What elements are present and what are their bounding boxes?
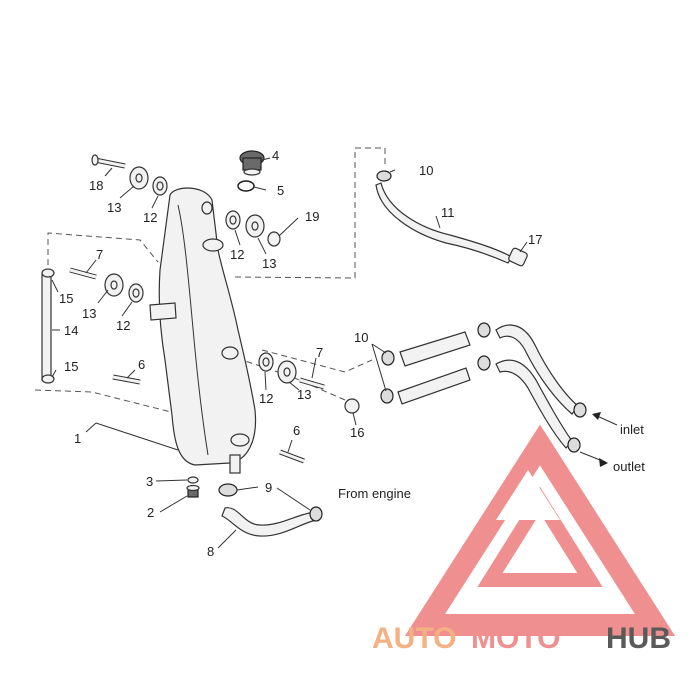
watermark-text: AUTO MOTO HUB [372, 622, 671, 655]
callout-13d: 13 [297, 387, 311, 402]
left-mount-hardware [41, 154, 168, 385]
callout-2: 2 [147, 505, 154, 520]
callout-19: 19 [305, 209, 319, 224]
inlet-label: inlet [620, 422, 644, 437]
callout-17: 17 [528, 232, 542, 247]
callout-8: 8 [207, 544, 214, 559]
mid-right-hardware [258, 352, 325, 390]
callout-10a: 10 [419, 163, 433, 178]
callout-15b: 15 [64, 359, 78, 374]
callout-13c: 13 [82, 306, 96, 321]
filler-cap [237, 150, 265, 192]
callout-4: 4 [272, 148, 279, 163]
callout-12c: 12 [116, 318, 130, 333]
callout-3: 3 [146, 474, 153, 489]
oil-lines [344, 322, 587, 453]
callout-5: 5 [277, 183, 284, 198]
watermark-word-2: MOTO [471, 622, 560, 655]
callout-1: 1 [74, 431, 81, 446]
callout-12d: 12 [259, 391, 273, 406]
callout-15a: 15 [59, 291, 73, 306]
callout-labels: 1 2 3 4 5 6 6 7 7 8 9 10 10 11 12 12 12 … [59, 148, 542, 559]
callout-7a: 7 [96, 247, 103, 262]
callout-7b: 7 [316, 345, 323, 360]
callout-11: 11 [441, 205, 455, 220]
watermark-word-3: HUB [606, 622, 671, 655]
outlet-label: outlet [613, 459, 645, 474]
flow-notes: inlet outlet From engine [338, 422, 645, 501]
oil-tank [149, 187, 257, 474]
callout-13a: 13 [107, 200, 121, 215]
callout-14: 14 [64, 323, 78, 338]
upper-right-hardware [225, 210, 281, 247]
callout-6b: 6 [293, 423, 300, 438]
watermark-logo [404, 424, 676, 636]
breather-hose [375, 170, 528, 267]
callout-10b: 10 [354, 330, 368, 345]
callout-18: 18 [89, 178, 103, 193]
callout-6a: 6 [138, 357, 145, 372]
bottom-parts [186, 449, 323, 537]
watermark-word-1: AUTO [372, 622, 456, 655]
callout-12b: 12 [230, 247, 244, 262]
callout-16: 16 [350, 425, 364, 440]
callout-9: 9 [265, 480, 272, 495]
callout-13b: 13 [262, 256, 276, 271]
from-engine-label: From engine [338, 486, 411, 501]
callout-12a: 12 [143, 210, 157, 225]
leader-lines [51, 157, 618, 549]
